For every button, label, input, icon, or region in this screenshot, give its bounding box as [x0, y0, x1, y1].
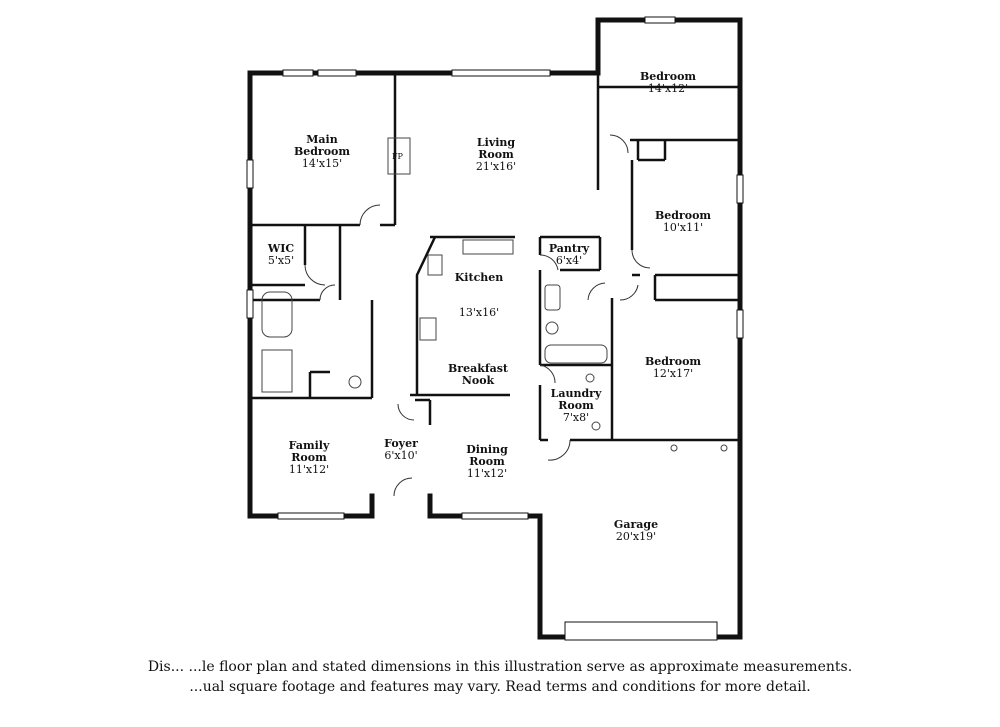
room-name: Living Room: [476, 136, 516, 161]
room-bedroom-top: Bedroom 14'x12': [640, 71, 696, 95]
room-main-bedroom: Main Bedroom 14'x15': [282, 134, 362, 170]
room-wic: WIC 5'x5': [268, 243, 294, 267]
room-dims: 6'x10': [384, 449, 418, 462]
room-name: Breakfast Nook: [448, 362, 508, 387]
room-garage: Garage 20'x19': [614, 519, 658, 543]
doors: [304, 134, 651, 497]
exterior-walls: [247, 17, 743, 640]
room-dims: 12'x17': [652, 367, 694, 380]
room-name: Garage: [613, 518, 659, 531]
floor-plan: [246, 16, 744, 641]
room-name: Bedroom: [644, 355, 702, 368]
room-bedroom-right: Bedroom 12'x17': [645, 356, 701, 380]
room-dims: 13'x16': [458, 306, 500, 319]
room-breakfast-nook: Breakfast Nook: [448, 363, 508, 387]
fixtures: [261, 137, 728, 452]
disclaimer: Dis... ...le floor plan and stated dimen…: [0, 657, 1000, 697]
room-living-room: Living Room 21'x16': [461, 137, 531, 173]
room-name: Foyer: [384, 437, 418, 450]
disclaimer-line-1: Dis... ...le floor plan and stated dimen…: [147, 659, 853, 675]
room-dims: 5'x5': [267, 254, 295, 267]
room-dims: 21'x16': [475, 160, 517, 173]
room-dims: 11'x12': [288, 463, 330, 476]
room-name: Main Bedroom: [293, 133, 351, 158]
windows: [246, 16, 744, 641]
room-dims: 10'x11': [662, 221, 704, 234]
room-bedroom-mid: Bedroom 10'x11': [655, 210, 711, 234]
disclaimer-line-2: ...ual square footage and features may v…: [189, 679, 811, 695]
room-dims: 7'x8': [562, 411, 590, 424]
room-name: Laundry Room: [550, 387, 602, 412]
room-name: Kitchen: [454, 271, 504, 284]
room-dims: 20'x19': [615, 530, 657, 543]
fireplace-label: FP: [392, 152, 403, 161]
room-name: Dining Room: [466, 443, 508, 468]
room-dining-room: Dining Room 11'x12': [457, 444, 517, 480]
room-dims: 14'x12': [647, 82, 689, 95]
room-dims: 14'x15': [301, 157, 343, 170]
room-name: Pantry: [548, 242, 590, 255]
room-foyer: Foyer 6'x10': [384, 438, 418, 462]
room-laundry: Laundry Room 7'x8': [548, 388, 604, 424]
room-dims: 6'x4': [555, 254, 583, 267]
room-kitchen: Kitchen 13'x16': [455, 272, 504, 319]
room-name: Family Room: [288, 439, 330, 464]
interior-walls: [250, 73, 740, 442]
room-dims: 11'x12': [466, 467, 508, 480]
room-pantry: Pantry 6'x4': [549, 243, 589, 267]
room-name: Bedroom: [639, 70, 697, 83]
room-name: Bedroom: [654, 209, 712, 222]
room-family-room: Family Room 11'x12': [279, 440, 339, 476]
room-name: WIC: [267, 242, 295, 255]
